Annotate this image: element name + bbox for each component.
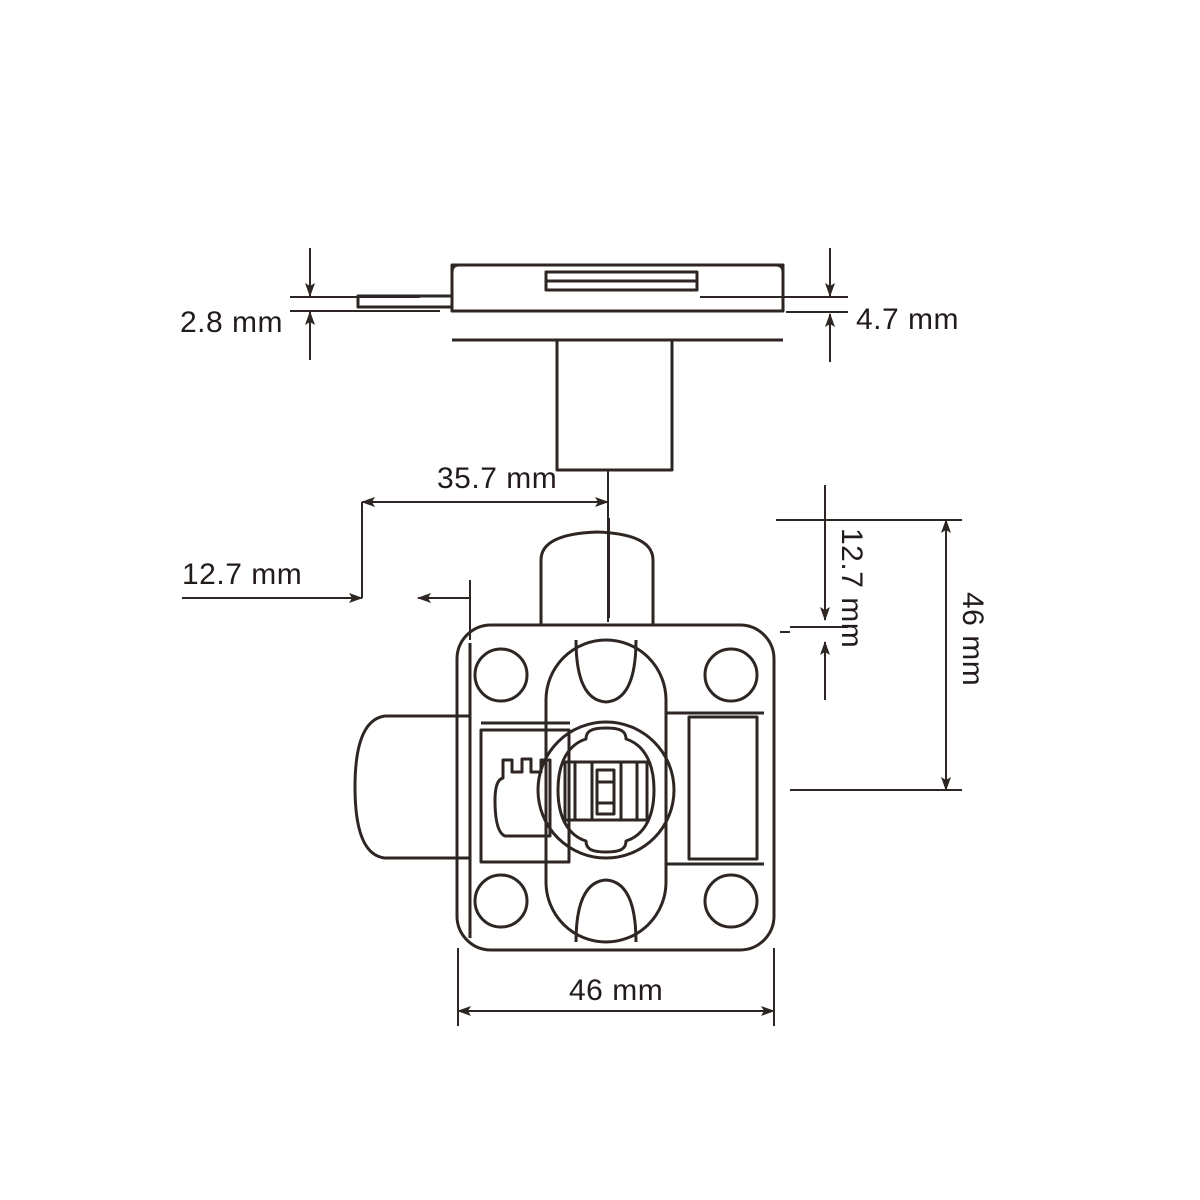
screw-hole-bottom-right	[703, 873, 759, 929]
side-view-plate-top-chamfer	[450, 263, 785, 273]
dimension-lines	[182, 248, 962, 1026]
dim-label-thickness-left: 2.8 mm	[180, 306, 284, 339]
dim-label-plate-height: 46 mm	[956, 592, 989, 687]
dim-label-plate-width: 46 mm	[569, 974, 664, 1007]
right-inner-window	[687, 715, 759, 861]
keyway-notched-ring	[556, 726, 656, 854]
keyway-outer-ring	[536, 720, 676, 860]
front-view-bolt	[353, 714, 470, 860]
left-inner-window	[479, 728, 571, 864]
screw-hole-bottom-left	[473, 873, 529, 929]
screw-hole-top-left	[473, 647, 529, 703]
screw-hole-top-right	[703, 647, 759, 703]
key-bitting-profile	[493, 757, 552, 838]
dim-label-offset-top: 12.7 mm	[835, 528, 868, 649]
dim-label-offset-left: 12.7 mm	[182, 558, 303, 591]
cylinder-lobe-bottom	[574, 878, 638, 943]
keyway-slot-outer	[563, 760, 649, 822]
dim-label-thickness-right: 4.7 mm	[856, 303, 960, 336]
keyway-center-slot	[595, 768, 616, 816]
front-view-plate	[455, 623, 776, 952]
cylinder-housing-oval	[544, 638, 668, 944]
side-view-group	[356, 263, 785, 472]
front-view-knob	[539, 530, 655, 625]
dim-label-body-width: 35.7 mm	[437, 462, 558, 495]
front-view-group	[353, 518, 776, 952]
cylinder-lobe-top	[574, 639, 638, 704]
side-view-knob	[555, 338, 674, 472]
